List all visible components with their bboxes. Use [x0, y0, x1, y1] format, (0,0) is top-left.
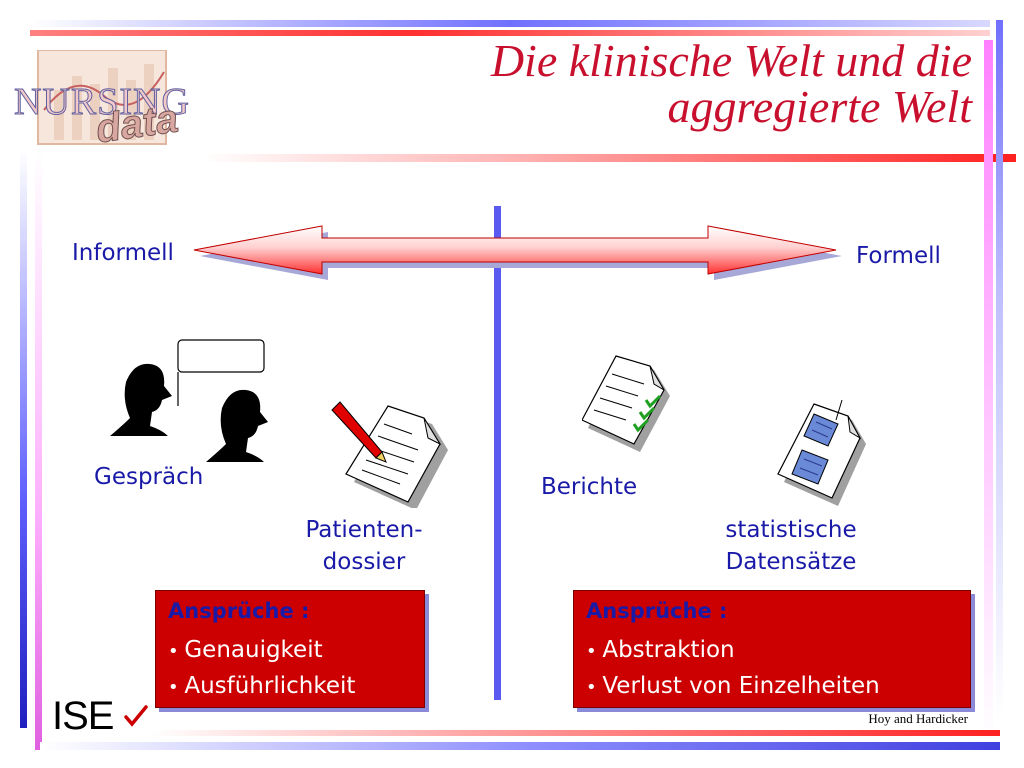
right-bar-pink: [984, 40, 993, 740]
reports-checklist-icon: [582, 355, 670, 452]
left-requirements-box: Ansprüche : Genauigkeit Ausführlichkeit: [155, 590, 425, 708]
right-bar-blue: [996, 20, 1003, 718]
logo-word-nursing: NURSING: [14, 81, 190, 124]
ise-logo: ISE: [52, 694, 149, 738]
conversation-icon: [110, 339, 268, 462]
author-credit: Hoy and Hardicker: [868, 711, 968, 726]
left-bar-pink: [35, 150, 42, 750]
label-statistik-line-1: statistische: [725, 517, 857, 543]
label-formell: Formell: [856, 243, 941, 269]
right-requirement-item: Abstraktion: [586, 633, 958, 669]
right-requirements-heading: Ansprüche :: [586, 599, 728, 623]
datasets-document-icon: [777, 399, 866, 506]
title-underline-bar: [200, 154, 1016, 162]
left-requirement-item: Genauigkeit: [168, 633, 412, 669]
top-bar-blue: [30, 20, 990, 27]
right-requirements-list: Abstraktion Verlust von Einzelheiten: [586, 633, 958, 705]
center-divider: [494, 206, 501, 700]
label-patienten-line-2: dossier: [322, 549, 406, 575]
left-bar-blue: [20, 150, 27, 728]
label-patienten-dossier: Patienten- dossier: [282, 514, 446, 578]
title-line-1: Die klinische Welt und die: [490, 35, 972, 86]
title-line-2: aggregierte Welt: [667, 81, 972, 132]
ise-logo-text: ISE: [52, 694, 114, 738]
bottom-bar-blue: [40, 742, 1000, 750]
left-requirements-list: Genauigkeit Ausführlichkeit: [168, 633, 412, 705]
label-informell: Informell: [72, 240, 174, 266]
bottom-bar-red: [150, 730, 1000, 736]
double-arrow: [193, 225, 842, 280]
label-statistik-line-2: Datensätze: [725, 549, 857, 575]
right-requirements-box: Ansprüche : Abstraktion Verlust von Einz…: [573, 590, 971, 708]
dossier-document-icon: [331, 401, 448, 508]
label-statistische-datensaetze: statistische Datensätze: [700, 514, 882, 578]
top-bar-red: [30, 30, 990, 36]
left-requirements-heading: Ansprüche :: [168, 599, 310, 623]
checkmark-icon: [123, 705, 148, 727]
label-gespraech: Gespräch: [94, 464, 204, 490]
left-requirement-item: Ausführlichkeit: [168, 669, 412, 705]
right-requirement-item: Verlust von Einzelheiten: [586, 669, 958, 705]
label-patienten-line-1: Patienten-: [305, 517, 423, 543]
label-berichte: Berichte: [541, 474, 638, 500]
slide-title: Die klinische Welt und die aggregierte W…: [491, 38, 972, 130]
logo-graphic: [37, 49, 167, 145]
nursing-data-logo: NURSING data: [14, 49, 214, 152]
